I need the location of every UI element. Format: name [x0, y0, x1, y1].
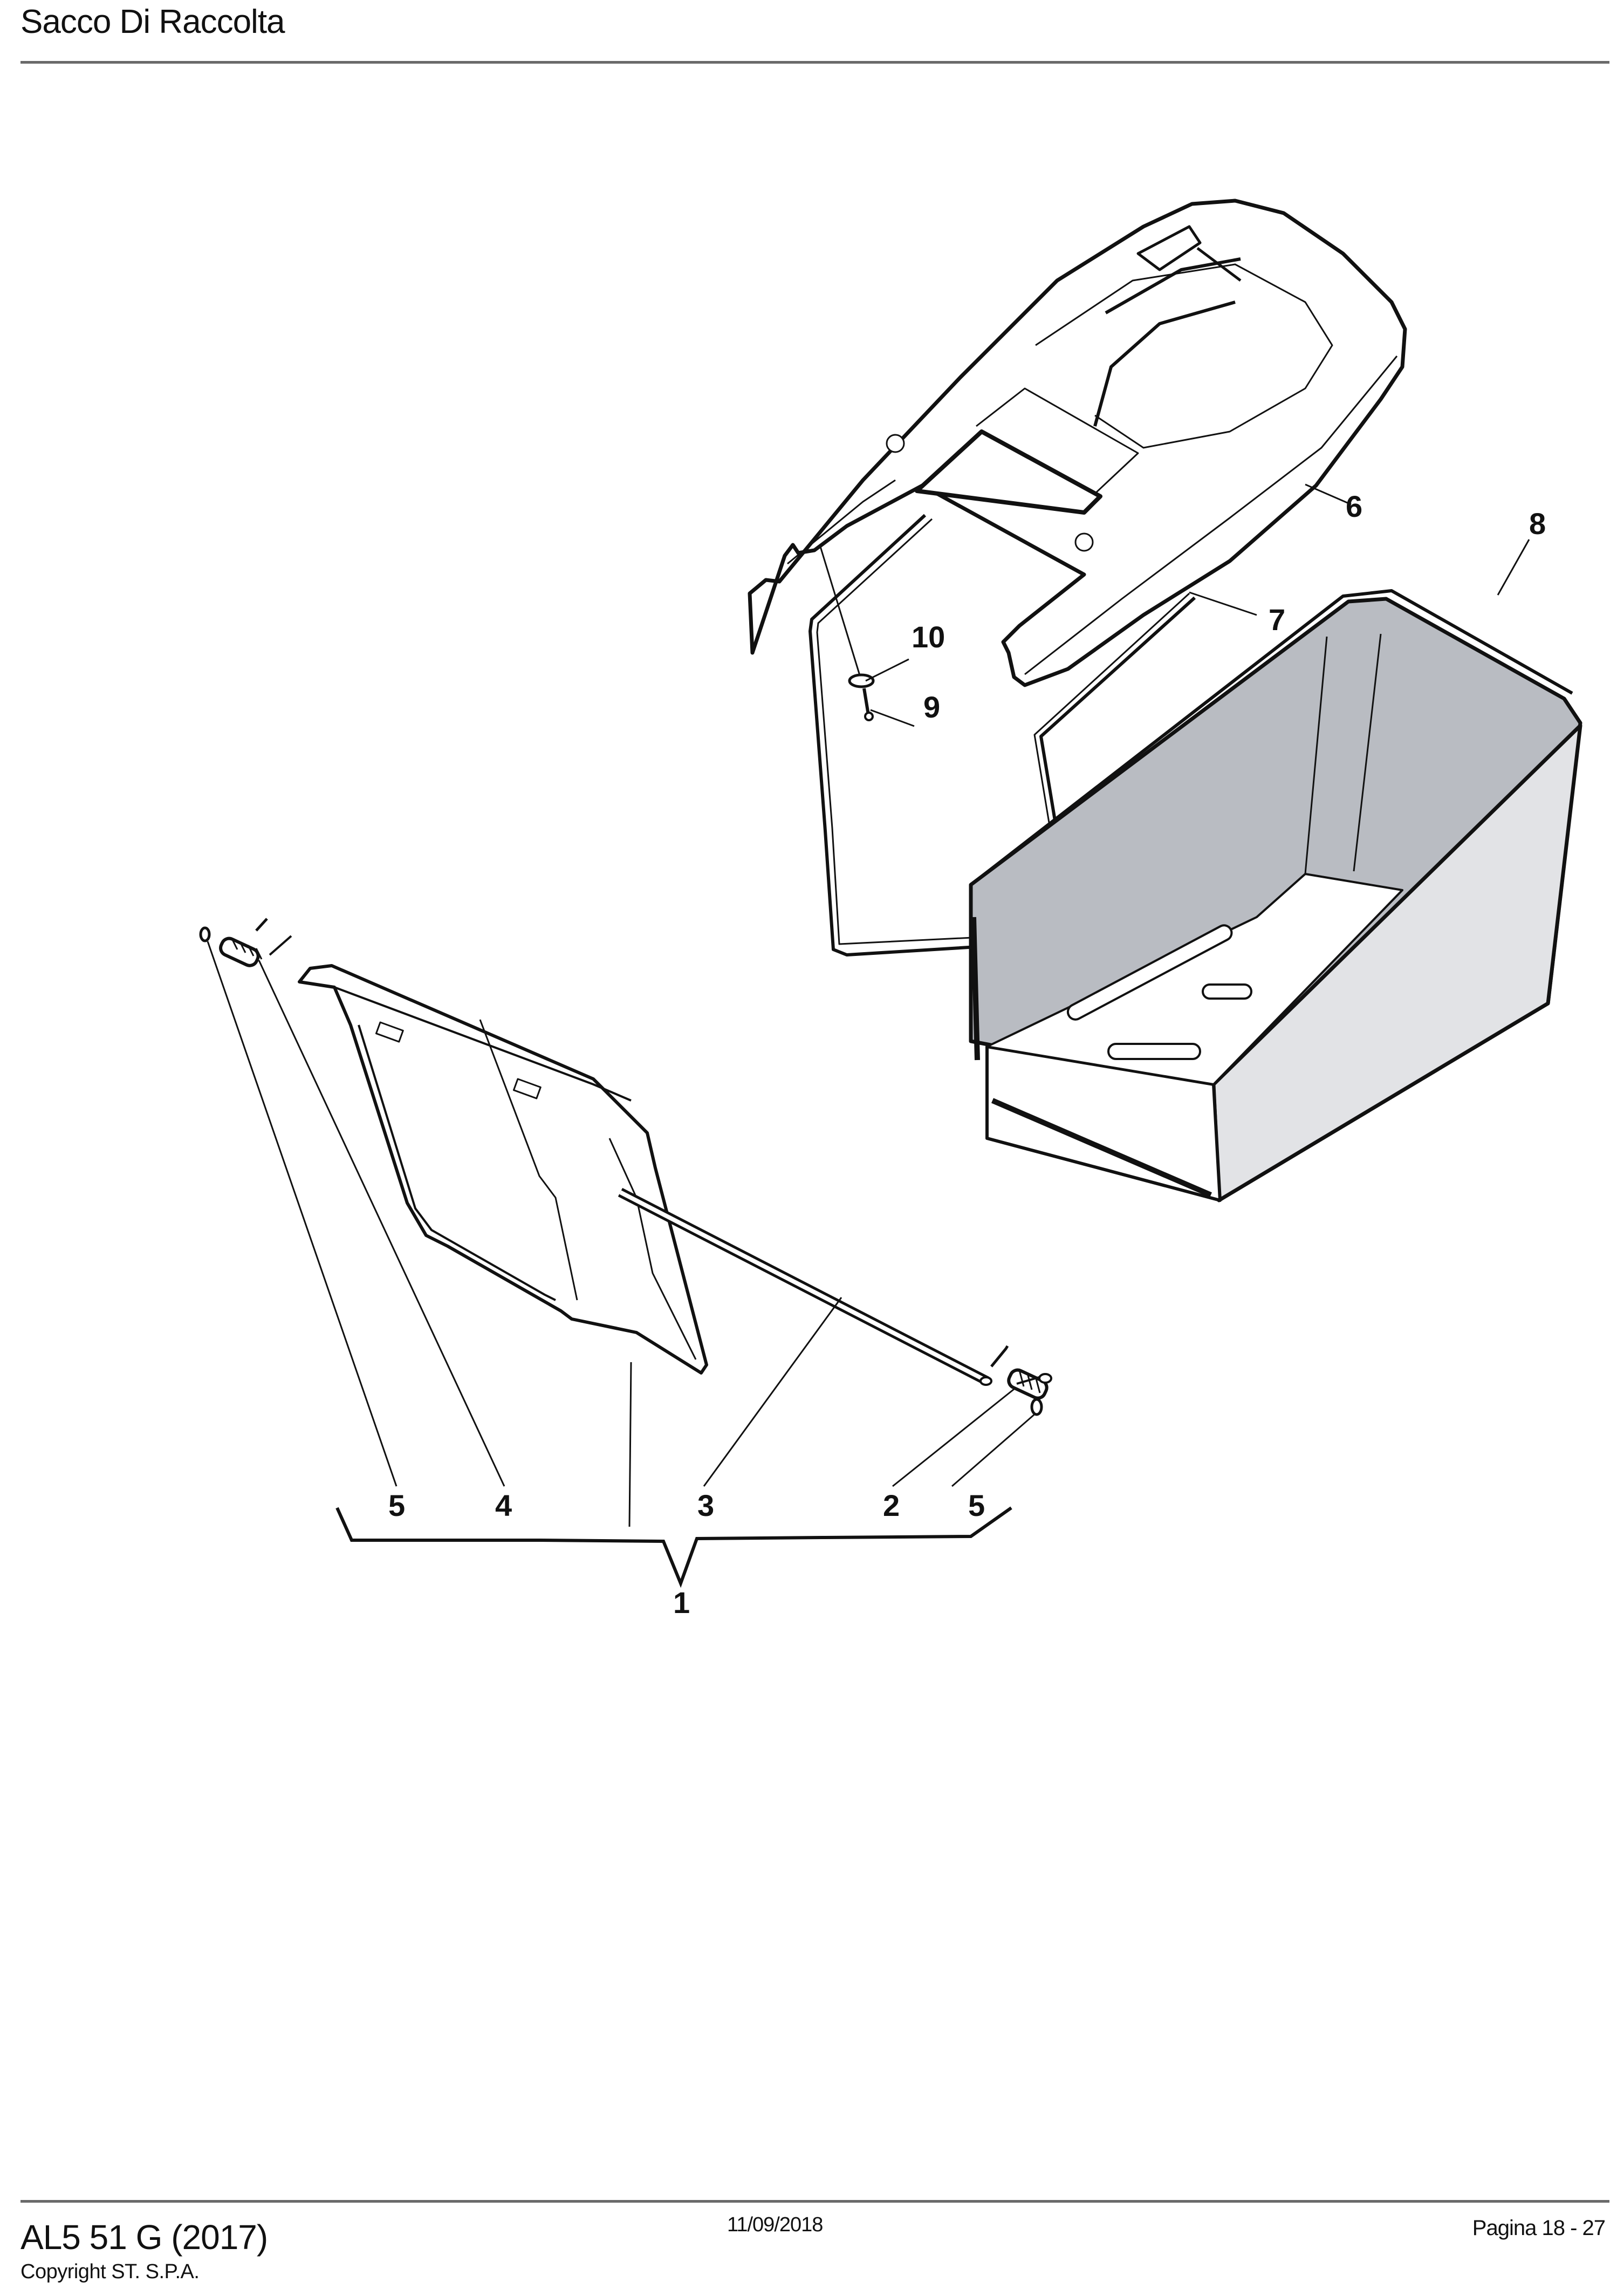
- part-9-10-screw-washer: [819, 544, 875, 721]
- document-date: 11/09/2018: [727, 2213, 823, 2236]
- page-number: Pagina 18 - 27: [1472, 2216, 1606, 2240]
- callout-5-right: 5: [968, 1488, 985, 1522]
- part-5-washer-right: [1030, 1398, 1043, 1416]
- part-6-bag-cover: [748, 199, 1407, 687]
- callout-1: 1: [673, 1586, 690, 1620]
- part-5-washer-left: [199, 926, 211, 942]
- callout-4: 4: [495, 1488, 512, 1522]
- part-3-rod: [618, 1187, 992, 1386]
- part-1-flap-door: [298, 964, 708, 1375]
- callout-10: 10: [912, 620, 945, 654]
- page-title: Sacco Di Raccolta: [20, 3, 285, 40]
- footer-divider: [20, 2200, 1609, 2203]
- header-divider: [20, 61, 1609, 64]
- part-8-grass-bag: [969, 589, 1582, 1202]
- callout-8: 8: [1529, 507, 1546, 541]
- callout-5-left: 5: [388, 1488, 405, 1522]
- callout-9: 9: [923, 690, 940, 724]
- copyright-text: Copyright ST. S.P.A.: [20, 2260, 200, 2283]
- part-2-spring-right: [990, 1345, 1052, 1400]
- part-4-spring-left: [219, 918, 292, 967]
- callout-3: 3: [697, 1488, 714, 1522]
- assembly-bracket: [335, 1506, 1012, 1588]
- model-name: AL5 51 G (2017): [20, 2218, 268, 2257]
- leader-lines: [207, 483, 1530, 1527]
- callout-7: 7: [1269, 603, 1285, 637]
- callout-2: 2: [883, 1488, 900, 1522]
- callout-6: 6: [1346, 489, 1362, 523]
